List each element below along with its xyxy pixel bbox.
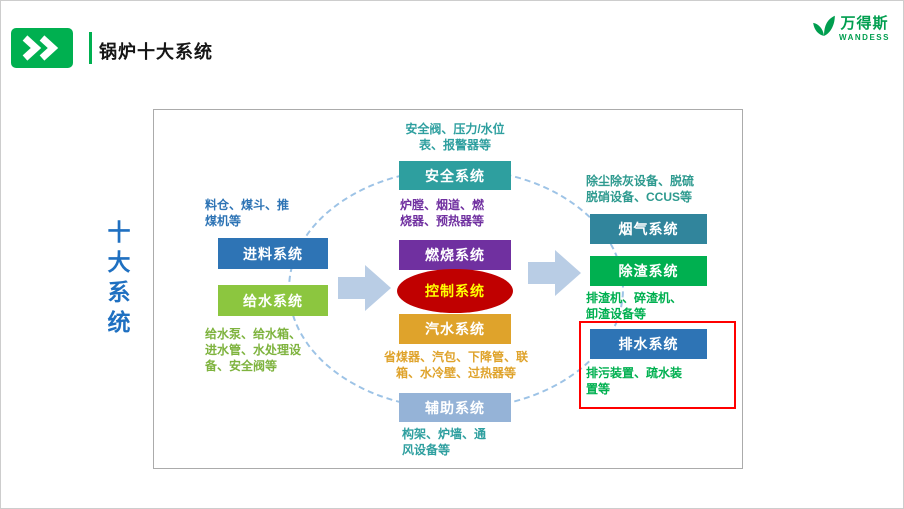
page-title: 锅炉十大系统 — [99, 42, 213, 62]
system-box-steam-water: 汽水系统 — [399, 314, 511, 344]
note-feed-equipment: 料仓、煤斗、推煤机等 — [205, 198, 290, 229]
system-box-feed: 进料系统 — [218, 238, 328, 269]
system-box-slag-removal: 除渣系统 — [590, 256, 707, 286]
brand-subtext: WANDESS — [839, 33, 890, 42]
vertical-label: 十大系统 — [104, 220, 130, 340]
brand-logo: 万得斯 WANDESS — [811, 12, 890, 42]
double-chevron-icon — [22, 35, 59, 61]
system-box-auxiliary: 辅助系统 — [399, 393, 511, 422]
title-divider — [89, 32, 92, 64]
note-drainage-equipment: 排污装置、疏水装置等 — [586, 366, 683, 397]
highlight-box — [579, 321, 736, 409]
leaf-icon — [813, 15, 835, 36]
note-combustion-equipment: 炉膛、烟道、燃烧器、预热器等 — [400, 198, 485, 229]
header-badge — [11, 28, 73, 68]
note-water-equipment: 给水泵、给水箱、进水管、水处理设备、安全阀等 — [205, 327, 302, 374]
note-auxiliary-equipment: 构架、炉墙、通风设备等 — [402, 427, 487, 458]
system-box-safety: 安全系统 — [399, 161, 511, 190]
system-box-flue-gas: 烟气系统 — [590, 214, 707, 244]
note-flue-gas-equipment: 除尘除灰设备、脱硫脱硝设备、CCUS等 — [586, 174, 695, 205]
brand-name: 万得斯 — [840, 15, 889, 32]
flow-arrow-right-icon — [528, 250, 581, 296]
flow-arrow-left-icon — [338, 265, 391, 311]
note-slag-equipment: 排渣机、碎渣机、卸渣设备等 — [586, 291, 683, 322]
system-box-water-supply: 给水系统 — [218, 285, 328, 316]
note-steam-equipment: 省煤器、汽包、下降管、联箱、水冷壁、过热器等 — [383, 350, 528, 381]
system-box-drainage: 排水系统 — [590, 329, 707, 359]
system-ellipse-control: 控制系统 — [397, 269, 513, 313]
note-safety-equipment: 安全阀、压力/水位表、报警器等 — [405, 122, 505, 153]
system-box-combustion: 燃烧系统 — [399, 240, 511, 270]
brand-text: 万得斯 WANDESS — [839, 12, 890, 42]
